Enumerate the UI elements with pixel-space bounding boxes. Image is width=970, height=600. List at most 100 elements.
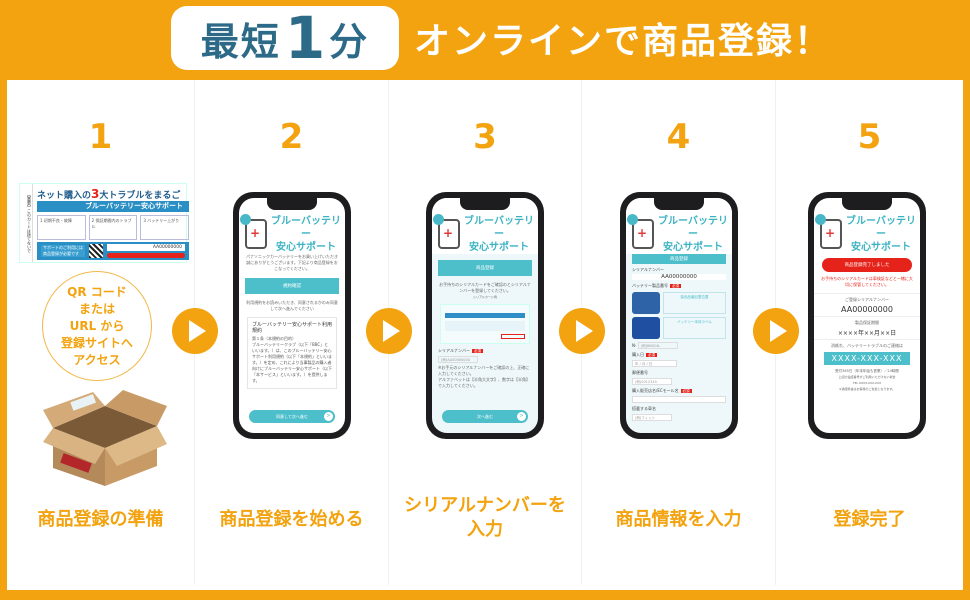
phone-mockup: ブルーバッテリー安心サポート パナソニックカーバッテリーをお買い上げいただき誠に… xyxy=(233,192,351,439)
next-arrow-icon xyxy=(172,308,218,354)
card-warning-strip xyxy=(107,253,185,258)
location-note: 製品品番記載位置 xyxy=(663,292,726,314)
step-label: 商品登録を始める xyxy=(219,509,364,530)
next-button[interactable]: 次へ進む xyxy=(442,410,528,423)
card-caption: シリアルカード例 xyxy=(473,295,497,299)
section-bar: 商品登録 xyxy=(438,260,532,276)
badge-suffix: 分 xyxy=(329,19,370,64)
alt-note-1: 上記の電話番号がご利用いただけない場合 xyxy=(838,375,896,379)
alt-note-3: ※通話料金はお客様のご負担となります。 xyxy=(838,387,896,391)
warranty-value: ××××年××月××日 xyxy=(837,330,897,337)
steps-panel: 1 【重要】このカードは捨てないで ネット購入の3大トラブルをまるごと解決 ブル… xyxy=(7,80,963,590)
card-serial: AA00000000 xyxy=(107,244,185,251)
hours-text: 受付365日（年末年始も営業）／24時間 xyxy=(835,369,899,373)
phone-notch xyxy=(460,198,510,210)
serial-input[interactable]: (例)AA00000000 xyxy=(438,356,478,363)
section-bar: 商品登録 xyxy=(632,254,726,264)
access-bubble: QR コード または URL から 登録サイトへ アクセス xyxy=(42,271,152,381)
step-number: 5 xyxy=(857,117,882,157)
step-number: 3 xyxy=(473,117,497,157)
step-label: 商品登録の準備 xyxy=(37,509,164,530)
purchase-date-label: 購入日必須 xyxy=(632,352,657,357)
badge-number: 1 xyxy=(284,4,326,72)
next-arrow-icon xyxy=(366,308,412,354)
serial-label: ご登録シリアルナンバー xyxy=(814,293,920,303)
model-input[interactable]: (例)80B24L xyxy=(637,342,678,349)
phone-mockup: ブルーバッテリー安心サポート 商品登録 お手持ちのシリアルカードをご確認のとシリ… xyxy=(426,192,544,439)
battery-icon xyxy=(632,292,660,314)
store-input[interactable] xyxy=(632,396,726,403)
card-cells: 1 初期不良・故障 2 保証期間内のトラブル 3 バッテリー上がり xyxy=(37,215,190,240)
phone-mockup: ブルーバッテリー安心サポート 商品登録完了しました お手持ちのシリアルカードは車… xyxy=(808,192,926,439)
car-label: 搭載する車名 xyxy=(632,406,656,411)
battery-label: バッテリー製品番号必須 xyxy=(632,283,681,288)
step-number: 1 xyxy=(88,117,113,157)
purchase-date-input[interactable]: 年 / 月 / 日 xyxy=(632,360,677,367)
step-4: 4 ブルーバッテリー安心サポート 商品登録 シリアルナンバー AA0000000… xyxy=(582,80,776,585)
phone-notch xyxy=(654,198,704,210)
serial-label: シリアルナンバー必須 xyxy=(438,348,483,353)
battery-example: バッテリー本体ラベル xyxy=(632,317,726,339)
step-number: 2 xyxy=(279,117,304,157)
headline: オンラインで商品登録！ xyxy=(414,21,833,62)
step-label: 商品情報を入力 xyxy=(615,509,742,530)
card-side-text: 【重要】このカードは捨てないで xyxy=(20,184,33,262)
step-5: 5 ブルーバッテリー安心サポート 商品登録完了しました お手持ちのシリアルカード… xyxy=(776,80,963,585)
phone-check-icon xyxy=(240,214,267,249)
sample-card-image xyxy=(440,304,530,344)
keep-card-warning: お手持ちのシリアルカードは車検証などと一緒に大切に保管してください。 xyxy=(821,276,913,287)
model-field: N- (例)80B24L xyxy=(632,342,726,349)
step-label: 登録完了 xyxy=(833,509,906,530)
serial-label: シリアルナンバー xyxy=(632,267,664,272)
car-input[interactable]: (例)フィット xyxy=(632,414,672,421)
time-badge: 最短 1 分 xyxy=(171,6,399,70)
step-1: 1 【重要】このカードは捨てないで ネット購入の3大トラブルをまるごと解決 ブル… xyxy=(7,80,195,585)
postal-input[interactable]: (例)0012345 xyxy=(632,378,672,385)
postal-label: 郵便番号 xyxy=(632,370,648,375)
next-arrow-icon xyxy=(559,308,605,354)
serial-card-image: 【重要】このカードは捨てないで ネット購入の3大トラブルをまるごと解決 ブルーバ… xyxy=(19,183,190,263)
terms-note: 利用規約をお読みいただき、同意されるかのみ同意して次へ進んでください xyxy=(246,300,338,311)
brand-header: ブルーバッテリー安心サポート xyxy=(239,198,345,254)
phone-screen: ブルーバッテリー安心サポート パナソニックカーバッテリーをお買い上げいただき誠に… xyxy=(239,198,345,433)
serial-note-2: アルファベットは【半角大文字】、数字は【半角】で入力してください。 xyxy=(438,377,530,388)
phone-screen: ブルーバッテリー安心サポート 商品登録 お手持ちのシリアルカードをご確認のとシリ… xyxy=(432,198,538,433)
intro-text: お手持ちのシリアルカードをご確認のとシリアルナンバーを登録してください。 xyxy=(439,282,531,293)
brand-title: ブルーバッテリー安心サポート xyxy=(464,215,534,253)
brand-title: ブルーバッテリー安心サポート xyxy=(846,215,916,253)
step-2: 2 ブルーバッテリー安心サポート パナソニックカーバッテリーをお買い上げいただき… xyxy=(195,80,389,585)
step-number: 4 xyxy=(666,117,691,157)
battery-example: 製品品番記載位置 xyxy=(632,292,726,314)
card-subtitle: ブルーバッテリー安心サポート xyxy=(37,201,189,212)
badge-prefix: 最短 xyxy=(200,19,281,64)
agree-next-button[interactable]: 同意して次へ進む xyxy=(249,410,335,423)
header-banner: 最短 1 分 オンラインで商品登録！ xyxy=(0,0,970,80)
required-badge: 必須 xyxy=(471,349,483,353)
phone-check-icon xyxy=(627,214,654,249)
alt-note-2: TEL 0XXX-XXX-XXX xyxy=(852,381,882,385)
phone-screen: ブルーバッテリー安心サポート 商品登録完了しました お手持ちのシリアルカードは車… xyxy=(814,198,920,433)
brand-header: ブルーバッテリー安心サポート xyxy=(814,198,920,254)
phone-notch xyxy=(842,198,892,210)
phone-check-icon xyxy=(815,214,842,249)
support-phone[interactable]: XXXX-XXX-XXX xyxy=(824,352,910,365)
serial-value: AA00000000 xyxy=(632,274,726,280)
battery-icon xyxy=(632,317,660,339)
warning-note: サポートのご利用には商品登録が必要です xyxy=(41,245,85,257)
phone-notch xyxy=(267,198,317,210)
phone-screen: ブルーバッテリー安心サポート 商品登録 シリアルナンバー AA00000000 … xyxy=(626,198,732,433)
phone-check-icon xyxy=(433,214,460,249)
terms-article: 第１条（本規約の目的） xyxy=(252,336,296,341)
terms-body: ブルーバッテリークラブ（以下「BBC」といいます。）は、このブルーバッテリー安心… xyxy=(252,342,332,383)
serial-note-1: ※お手元のシリアルナンバーをご確認の上、正確に入力してください。 xyxy=(438,365,530,376)
terms-box[interactable]: ブルーバッテリー安心サポート利用規約 第１条（本規約の目的） ブルーバッテリーク… xyxy=(247,317,337,389)
step-3: 3 ブルーバッテリー安心サポート 商品登録 お手持ちのシリアルカードをご確認のと… xyxy=(389,80,582,585)
section-bar: 規約確認 xyxy=(245,278,339,294)
location-note: バッテリー本体ラベル xyxy=(663,317,726,339)
complete-bar: 商品登録完了しました xyxy=(822,258,912,272)
qr-code-icon xyxy=(89,244,103,258)
serial-value: AA00000000 xyxy=(841,305,893,314)
terms-title: ブルーバッテリー安心サポート利用規約 xyxy=(252,322,332,334)
next-arrow-icon xyxy=(753,308,799,354)
card-footer: サポートのご利用には商品登録が必要です AA00000000 xyxy=(37,242,189,260)
